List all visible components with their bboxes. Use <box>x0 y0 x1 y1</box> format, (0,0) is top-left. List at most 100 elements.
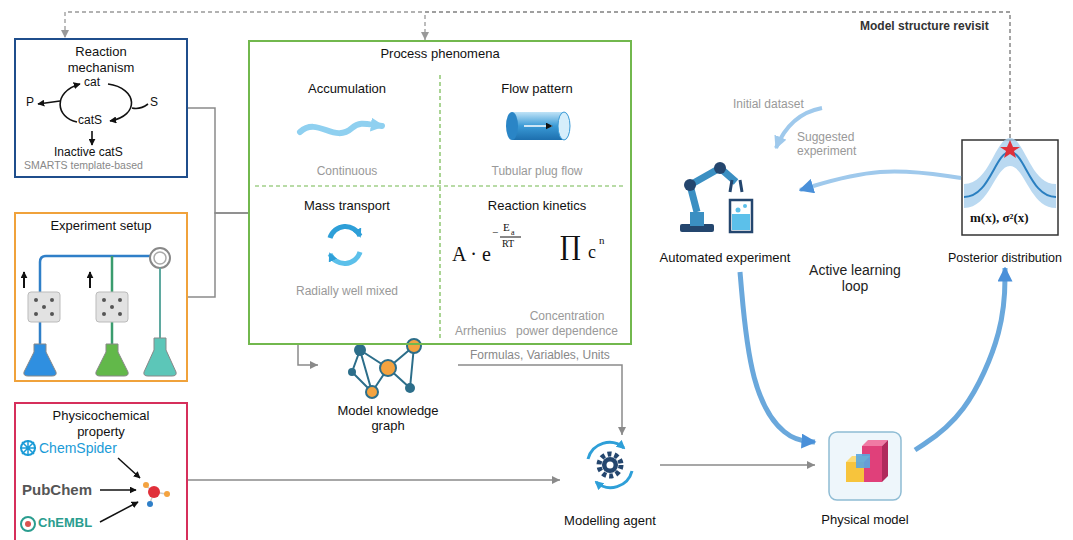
reaction-cycle <box>108 84 132 121</box>
phenomenon-cell: AccumulationContinuous <box>257 77 437 182</box>
text-group: Modelling agent <box>564 513 656 529</box>
node-title: Accumulation <box>308 81 386 97</box>
node-title: Reaction mechanism <box>48 44 154 75</box>
graph-icon <box>366 386 378 398</box>
cube-icon <box>829 432 901 500</box>
node-title: Process phenomena <box>380 46 499 62</box>
flow-setup <box>96 344 128 376</box>
agent-icon <box>588 442 632 487</box>
text-group: Arrhenius Concentration power dependence <box>451 309 623 338</box>
database-icons <box>148 486 160 498</box>
text-group: Continuous <box>261 164 433 178</box>
flow-setup <box>42 305 46 309</box>
flow-setup <box>89 272 91 288</box>
reaction-cycle <box>38 84 148 145</box>
flow-setup <box>159 268 161 338</box>
edge-label: Suggested experiment <box>795 131 871 159</box>
database-icons <box>146 486 166 503</box>
flow-setup <box>150 248 170 268</box>
flow-setup <box>50 312 54 316</box>
database-icons <box>100 502 138 522</box>
flow-setup <box>34 298 38 302</box>
flow-setup <box>96 292 128 322</box>
database-icons <box>118 458 140 478</box>
text-group: Flow pattern <box>501 81 573 97</box>
text-group: Mass transport <box>304 198 390 214</box>
flow-setup <box>24 344 56 376</box>
icon-node: Model knowledge graph <box>318 340 458 436</box>
robot-icon <box>690 212 704 226</box>
text-group: Tubular plug flow <box>451 164 623 178</box>
robot-icon <box>684 179 696 191</box>
flow-setup <box>34 312 38 316</box>
phenomena-icons <box>330 226 360 238</box>
flow-setup <box>118 312 122 316</box>
phenomena-icons <box>330 252 360 264</box>
flow-setup <box>154 252 166 264</box>
posterior-plot <box>1000 140 1020 158</box>
robot-icon <box>732 214 750 230</box>
node-subtitle: Concentration power dependence <box>515 309 619 338</box>
agent-icon <box>596 471 632 488</box>
flow-setup <box>24 248 176 376</box>
database-name: ChEMBL <box>38 516 92 531</box>
formula-text: − <box>492 226 498 239</box>
text-group: Model knowledge graph <box>320 403 456 434</box>
quadrant-dividers <box>255 185 625 186</box>
text-group: Radially well mixed <box>261 284 433 298</box>
quadrant-dividers <box>255 75 625 338</box>
edge-label: Formulas, Variables, Units <box>468 349 612 363</box>
node-subtitle: Radially well mixed <box>296 284 398 298</box>
icon-node: Physical model <box>815 428 915 530</box>
note-text: Initial dataset <box>733 98 804 112</box>
text-group: Physical model <box>821 512 908 528</box>
flow-setup <box>110 305 114 309</box>
robot-icon <box>730 200 752 232</box>
connector <box>65 12 1010 138</box>
phenomena-icons <box>300 112 570 264</box>
phenomenon-cell: Reaction kineticsArrhenius Concentration … <box>447 194 627 342</box>
database-icons <box>21 517 35 531</box>
node-title: Modelling agent <box>564 513 656 529</box>
posterior-plot <box>962 138 1058 235</box>
text-group: SMARTS template-based <box>20 159 182 172</box>
database-name: ChemSpider <box>39 440 117 456</box>
reaction-cycle <box>132 104 148 109</box>
connector <box>800 171 961 190</box>
text-group: Automated experiment <box>660 250 791 266</box>
connector <box>188 479 560 481</box>
node-title: Flow pattern <box>501 81 573 97</box>
node-subtitle: Tubular plug flow <box>492 164 583 178</box>
reaction-cycle <box>38 101 60 104</box>
phenomena-icons <box>512 112 564 140</box>
phenomena-icons <box>524 125 552 127</box>
posterior-plot <box>964 152 1056 197</box>
node-title: Mass transport <box>304 198 390 214</box>
species-label: P <box>26 96 34 110</box>
database-icons <box>25 521 31 527</box>
node-subtitle: Arrhenius <box>455 324 506 338</box>
node-subtitle: SMARTS template-based <box>24 159 143 172</box>
robot-icon <box>730 180 742 192</box>
phenomena-icons <box>506 112 518 140</box>
connector <box>425 12 1010 138</box>
flow-setup <box>102 312 106 316</box>
cube-icon <box>829 432 901 500</box>
species-label: catS <box>78 114 102 128</box>
robot-icon <box>743 204 747 208</box>
text-group: Process phenomena <box>380 46 499 62</box>
agent-icon <box>599 454 621 476</box>
database-icons <box>147 501 153 507</box>
formula-text: a <box>511 228 515 237</box>
node-title: Reaction kinetics <box>488 198 586 214</box>
graph-icon <box>405 383 415 393</box>
phenomenon-cell: Flow patternTubular plug flow <box>447 77 627 182</box>
graph-icon <box>380 360 396 376</box>
connector <box>298 345 318 365</box>
cube-icon <box>882 440 888 482</box>
text-group: Experiment setup <box>50 218 151 234</box>
cube-icon <box>856 454 870 468</box>
node-subtitle: Continuous <box>317 164 378 178</box>
database-icons <box>20 440 36 456</box>
